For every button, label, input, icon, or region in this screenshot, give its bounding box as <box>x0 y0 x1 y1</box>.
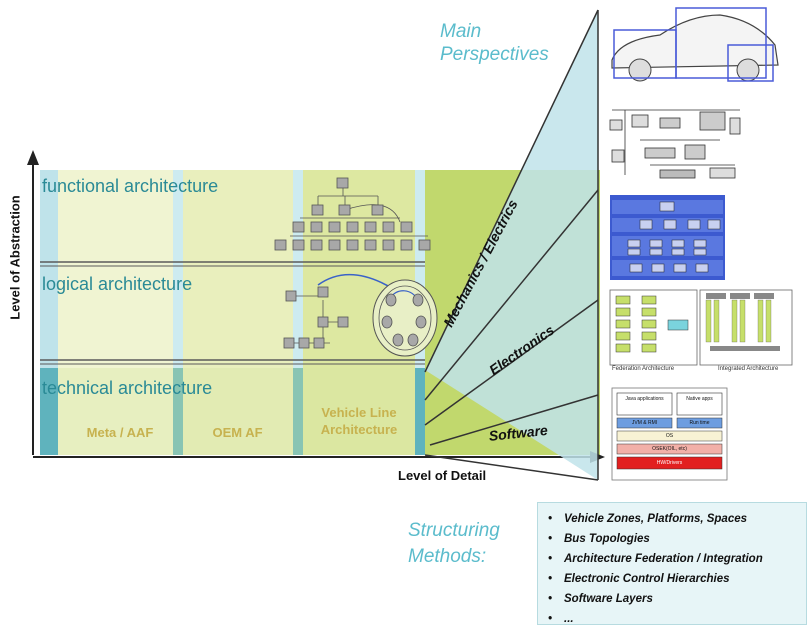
logical-cluster-node <box>381 315 393 329</box>
logical-cluster-node <box>407 333 419 347</box>
column-sep-2 <box>293 170 303 455</box>
sw-block-osek: OSEK(OIL, etc) <box>652 446 687 452</box>
method-software: Software Layers <box>564 593 653 605</box>
logical-node <box>285 290 297 302</box>
list-item: •Vehicle Zones, Platforms, Spaces <box>548 513 748 525</box>
federation-thumbnail <box>609 289 793 366</box>
logical-cluster-node <box>392 333 404 347</box>
method-federation: Architecture Federation / Integration <box>564 553 763 565</box>
hierarchy-thumbnail <box>610 195 725 280</box>
logical-cluster-node <box>412 293 424 307</box>
sw-block-java: Java applications <box>625 396 664 402</box>
tree-node <box>382 239 395 251</box>
technical-strip-1 <box>173 368 183 455</box>
method-control: Electronic Control Hierarchies <box>564 573 730 585</box>
tree-node <box>292 239 305 251</box>
oem-af-label: OEM AF <box>212 425 263 440</box>
car-thumbnail <box>605 5 779 87</box>
logical-node <box>283 337 295 349</box>
tree-node <box>338 204 351 216</box>
tree-node <box>336 177 349 189</box>
sw-block-native: Native apps <box>686 396 713 402</box>
tree-node <box>371 204 384 216</box>
tree-node <box>346 221 359 233</box>
y-axis-arrowhead <box>27 150 39 165</box>
technical-row-overlay <box>58 368 415 455</box>
sw-block-os: OS <box>665 433 674 439</box>
tree-node <box>310 221 323 233</box>
tree-node <box>274 239 287 251</box>
logical-cluster-node <box>385 293 397 307</box>
functional-tree <box>274 177 431 251</box>
structuring-line2: Methods: <box>408 546 487 567</box>
meta-aaf-label: Meta / AAF <box>86 425 154 440</box>
sw-block-runtime: Run time <box>689 420 710 426</box>
list-item: •... <box>548 613 574 625</box>
funnel-edge-bottom <box>424 454 599 481</box>
technical-strip-2 <box>293 368 303 455</box>
tree-node <box>382 221 395 233</box>
tree-node <box>364 239 377 251</box>
sw-block-hw: HW/Drivers <box>656 460 683 466</box>
logical-node <box>298 337 310 349</box>
level-of-detail-label: Level of Detail <box>398 468 487 483</box>
vehicle-line-label: Vehicle Line <box>321 405 397 420</box>
integration-caption: Integrated Architecture <box>718 366 779 372</box>
tree-node <box>311 204 324 216</box>
column-sep-1 <box>173 170 183 455</box>
tree-node <box>400 221 413 233</box>
method-more: ... <box>564 613 574 625</box>
list-item: •Electronic Control Hierarchies <box>548 573 730 585</box>
main-perspectives-line1: Main <box>440 21 482 42</box>
main-perspectives-line2: Perspectives <box>440 44 549 65</box>
tree-node <box>418 239 431 251</box>
technical-strip-left <box>40 368 58 455</box>
tree-node <box>364 221 377 233</box>
federation-caption: Federation Architecture <box>612 366 675 372</box>
logical-cluster-node <box>415 315 427 329</box>
list-item: •Architecture Federation / Integration <box>548 553 763 565</box>
structuring-line1: Structuring <box>408 520 500 541</box>
structuring-methods-box: •Vehicle Zones, Platforms, Spaces •Bus T… <box>537 502 807 625</box>
funnel-line-2 <box>424 189 599 401</box>
method-bus: Bus Topologies <box>564 533 650 545</box>
list-item: •Bus Topologies <box>548 533 650 545</box>
technical-architecture-label: technical architecture <box>42 378 213 398</box>
main-perspectives-title: Main Perspectives <box>440 20 549 66</box>
logical-architecture-label: logical architecture <box>42 274 193 294</box>
method-zones: Vehicle Zones, Platforms, Spaces <box>564 513 748 525</box>
perspective-funnel <box>425 10 598 480</box>
functional-architecture-label: functional architecture <box>42 176 219 196</box>
tree-node <box>292 221 305 233</box>
tree-node <box>400 239 413 251</box>
technical-strip-3 <box>415 368 425 455</box>
vehicle-line-architecture-label: Vehicle Line Architecture <box>303 404 415 438</box>
sw-block-jvm: JVM & RMI <box>631 420 658 426</box>
funnel-edge-top <box>424 9 599 373</box>
level-of-abstraction-label: Level of Abstraction <box>7 195 23 320</box>
tree-node <box>328 221 341 233</box>
logical-node <box>317 316 329 328</box>
tree-node <box>346 239 359 251</box>
tree-node <box>328 239 341 251</box>
software-layers-thumbnail <box>611 387 728 481</box>
tree-node <box>310 239 323 251</box>
funnel-line-4 <box>429 394 599 446</box>
column-oem <box>183 170 293 455</box>
architecture-label: Architecture <box>320 422 398 437</box>
bus-topology-thumbnail <box>606 97 756 189</box>
logical-node <box>317 286 329 298</box>
funnel-line-3 <box>424 299 599 426</box>
logical-node <box>313 337 325 349</box>
structuring-methods-title: Structuring Methods: <box>408 518 500 570</box>
logical-diagram <box>283 274 438 357</box>
methods-list: •Vehicle Zones, Platforms, Spaces •Bus T… <box>538 503 806 629</box>
column-meta <box>58 170 173 455</box>
list-item: •Software Layers <box>548 593 653 605</box>
logical-node <box>337 316 349 328</box>
